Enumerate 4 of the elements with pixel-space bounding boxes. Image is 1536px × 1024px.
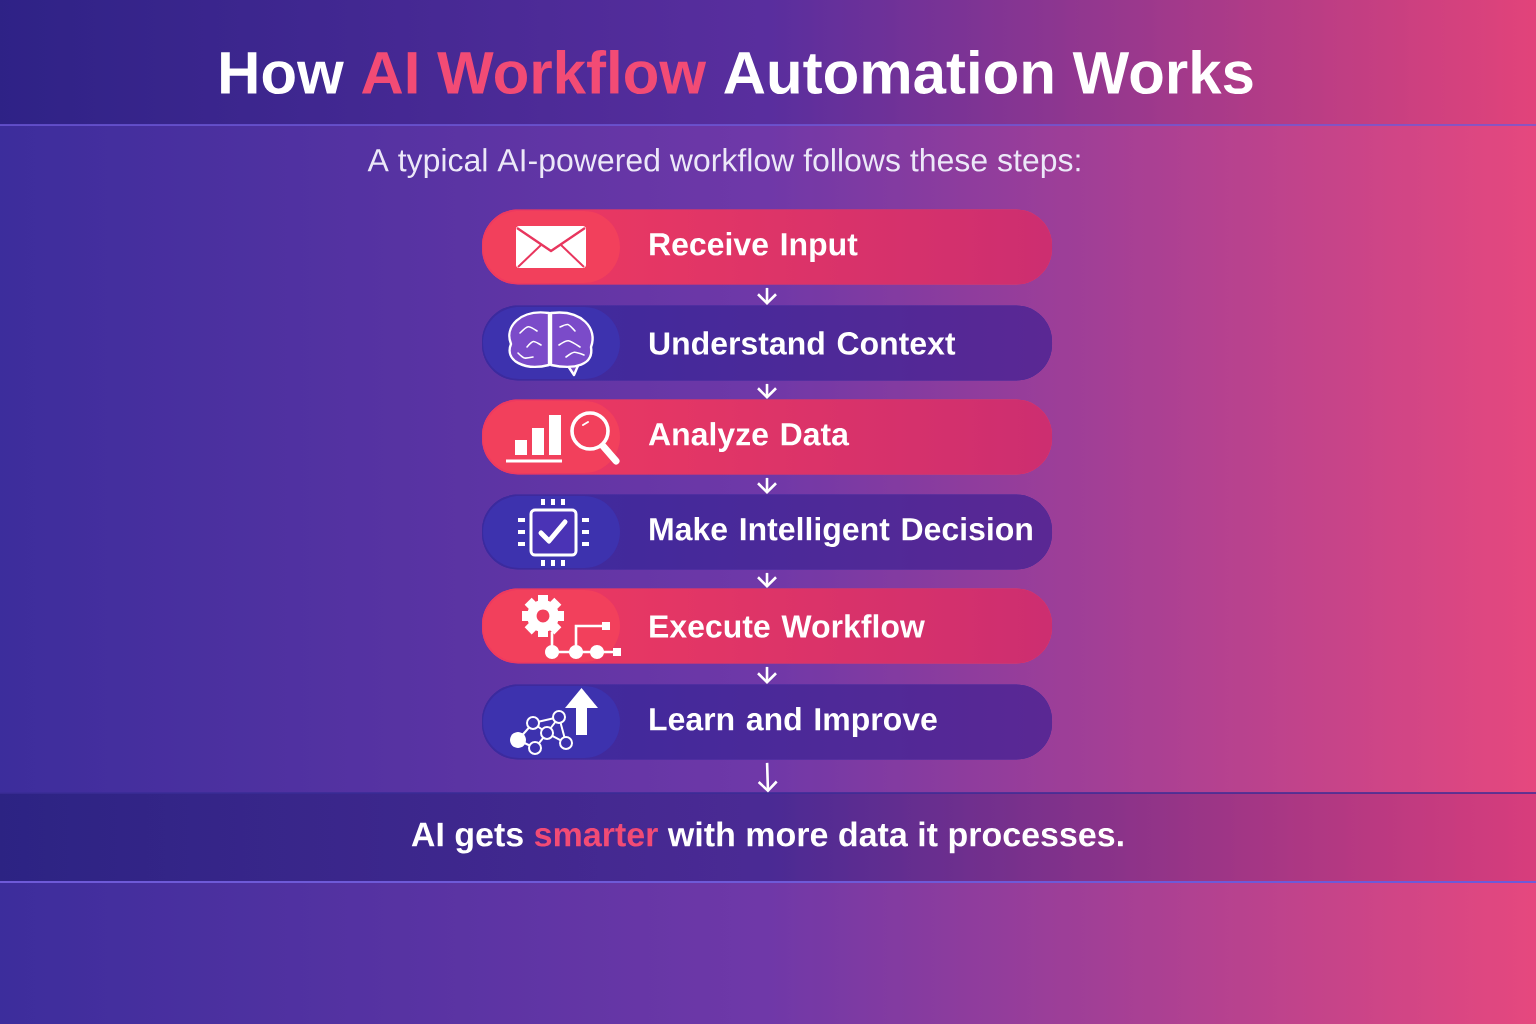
footer-banner: AI gets smarter with more data it processes. bbox=[0, 792, 1536, 883]
arrow bbox=[757, 762, 778, 793]
subtitle: A typical AI-powered workflow follows these steps: bbox=[367, 148, 1080, 178]
title: How AI Workflow Automation Works bbox=[221, 50, 1253, 95]
